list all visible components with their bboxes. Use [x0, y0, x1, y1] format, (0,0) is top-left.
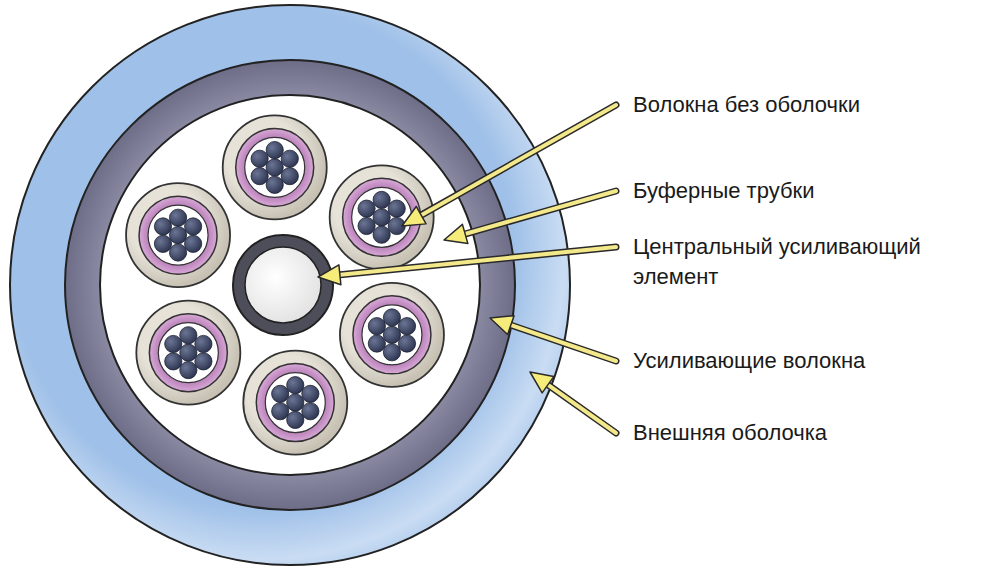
fiber — [169, 244, 186, 261]
callout-label: Центральный усиливающий элемент — [633, 232, 983, 292]
fiber — [266, 141, 283, 158]
callout-label: Усиливающие волокна — [633, 346, 983, 376]
fiber — [251, 168, 268, 185]
tube-bore — [265, 373, 325, 433]
leader-arrowhead — [444, 224, 468, 243]
fiber — [185, 218, 202, 235]
central-core — [245, 247, 321, 323]
fiber — [368, 335, 385, 352]
leader-line — [338, 247, 616, 275]
leader-outline — [546, 384, 616, 433]
fiber — [302, 385, 319, 402]
strength-fibers — [65, 60, 515, 510]
buffer-tube — [340, 283, 444, 387]
fiber — [373, 209, 390, 226]
callout-label: Буферные трубки — [633, 176, 983, 206]
fiber — [251, 150, 268, 167]
fiber — [154, 235, 171, 252]
fiber — [272, 403, 289, 420]
fiber — [358, 200, 375, 217]
tube-wall — [236, 128, 314, 206]
fiber — [281, 150, 298, 167]
fiber — [195, 335, 212, 352]
leader-outline — [338, 247, 616, 275]
tube-wall — [353, 296, 431, 374]
fiber — [154, 218, 171, 235]
fiber — [165, 335, 182, 352]
buffer-tube — [223, 115, 327, 219]
fiber — [302, 403, 319, 420]
leader-line — [546, 384, 616, 433]
tube-bore — [352, 187, 412, 247]
leader-outline — [463, 191, 616, 235]
tube-bore — [245, 137, 305, 197]
fiber — [358, 217, 375, 234]
fiber — [368, 318, 385, 335]
leader-arrowhead — [402, 206, 426, 226]
fiber — [169, 209, 186, 226]
fiber — [287, 377, 304, 394]
leader-line — [509, 324, 616, 361]
callout-label: Внешняя оболочка — [633, 418, 983, 448]
fiber — [169, 227, 186, 244]
fiber — [165, 353, 182, 370]
buffer-tube — [136, 301, 240, 405]
buffer-tube — [243, 351, 347, 455]
inner-space — [100, 95, 480, 475]
central-strength-member — [233, 235, 333, 335]
fiber — [281, 168, 298, 185]
tube-wall — [149, 314, 227, 392]
fiber — [287, 411, 304, 428]
outer-sheath — [10, 5, 570, 565]
fiber — [185, 235, 202, 252]
callout-label: Волокна без оболочки — [633, 90, 983, 120]
fiber — [180, 361, 197, 378]
fiber — [373, 191, 390, 208]
leader-arrowhead — [530, 372, 554, 393]
fiber — [383, 309, 400, 326]
fiber — [383, 344, 400, 361]
fiber — [373, 226, 390, 243]
tube-bore — [362, 305, 422, 365]
leader-outline — [509, 324, 616, 361]
fiber — [195, 353, 212, 370]
leader-arrowhead — [490, 316, 514, 335]
fiber — [272, 385, 289, 402]
fiber — [180, 327, 197, 344]
tube-wall — [139, 196, 217, 274]
fiber — [287, 394, 304, 411]
buffer-tube — [126, 183, 230, 287]
fiber — [180, 344, 197, 361]
tube-bore — [148, 205, 208, 265]
tube-bore — [158, 323, 218, 383]
fiber — [398, 335, 415, 352]
fiber — [383, 326, 400, 343]
buffer-tube — [330, 165, 434, 269]
tube-wall — [256, 364, 334, 442]
leader-arrowhead — [318, 265, 341, 285]
fiber — [266, 159, 283, 176]
leader-line — [463, 191, 616, 235]
fiber — [388, 200, 405, 217]
fiber — [266, 176, 283, 193]
fiber — [398, 318, 415, 335]
